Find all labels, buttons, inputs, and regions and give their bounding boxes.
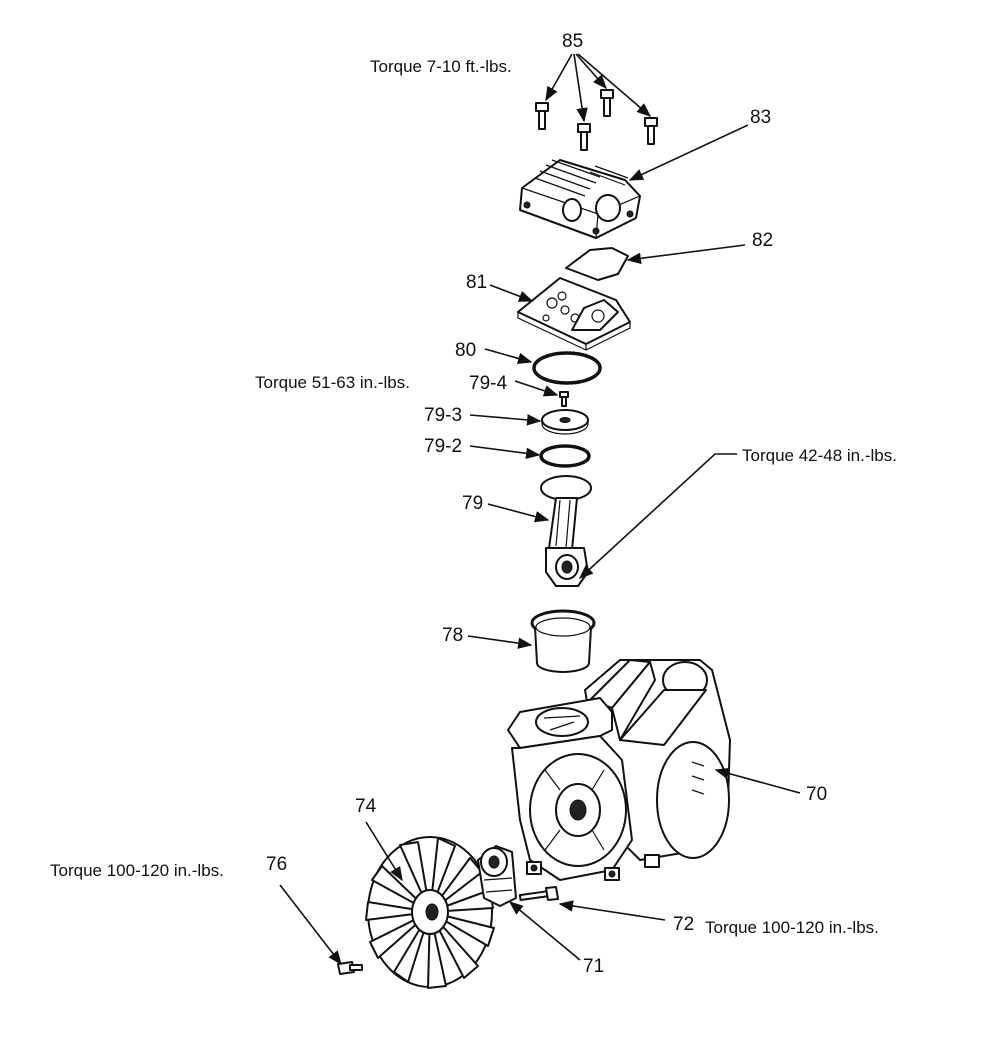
leader-78 bbox=[467, 635, 533, 649]
crankcase-motor-70 bbox=[507, 659, 731, 881]
connecting-rod-79 bbox=[540, 475, 592, 587]
torque-76: Torque 100-120 in.-lbs. bbox=[50, 861, 224, 880]
leader-74 bbox=[365, 821, 403, 882]
fan-74 bbox=[365, 836, 495, 989]
callout-71: 71 bbox=[583, 956, 604, 977]
torque-79: Torque 42-48 in.-lbs. bbox=[742, 446, 897, 465]
callout-81: 81 bbox=[466, 272, 487, 293]
leader-79-3 bbox=[469, 414, 542, 426]
torque-79-4: Torque 51-63 in.-lbs. bbox=[255, 373, 410, 392]
cylinder-head-83 bbox=[519, 159, 641, 239]
callout-85: 85 bbox=[562, 31, 583, 52]
leader-79-4 bbox=[514, 380, 559, 397]
callout-70: 70 bbox=[806, 784, 827, 805]
leader-70 bbox=[714, 767, 801, 794]
callout-79-2: 79-2 bbox=[424, 436, 462, 457]
leader-79-2 bbox=[469, 445, 541, 460]
callout-79-4: 79-4 bbox=[469, 373, 507, 394]
callout-76: 76 bbox=[266, 854, 287, 875]
leader-82 bbox=[626, 244, 746, 265]
o-ring-80 bbox=[532, 351, 602, 385]
torque-85: Torque 7-10 ft.-lbs. bbox=[370, 57, 512, 76]
bolt-85-b bbox=[577, 123, 591, 151]
screw-79-4 bbox=[559, 391, 569, 407]
eccentric-71 bbox=[477, 845, 517, 907]
callout-80: 80 bbox=[455, 340, 476, 361]
leader-79-torque bbox=[578, 453, 737, 579]
torque-72: Torque 100-120 in.-lbs. bbox=[705, 918, 879, 937]
retainer-79-3 bbox=[541, 409, 589, 435]
callout-72: 72 bbox=[673, 914, 694, 935]
callout-82: 82 bbox=[752, 230, 773, 251]
bolt-85-c bbox=[600, 89, 614, 117]
ring-79-2 bbox=[539, 444, 591, 468]
bolt-72 bbox=[518, 886, 559, 902]
bolt-76 bbox=[337, 961, 363, 975]
callout-79: 79 bbox=[462, 493, 483, 514]
leader-72 bbox=[558, 900, 666, 921]
leader-79 bbox=[487, 503, 550, 523]
leader-83 bbox=[628, 124, 749, 181]
callout-74: 74 bbox=[355, 796, 377, 817]
callout-78: 78 bbox=[442, 625, 463, 646]
callout-83: 83 bbox=[750, 107, 771, 128]
leader-85 bbox=[545, 53, 652, 123]
leader-81 bbox=[489, 284, 534, 302]
leader-76 bbox=[279, 884, 342, 966]
bolt-85-a bbox=[535, 102, 549, 130]
gasket-82 bbox=[565, 247, 629, 281]
leader-71 bbox=[508, 901, 581, 961]
leader-80 bbox=[484, 348, 533, 365]
valve-plate-81 bbox=[517, 277, 631, 351]
bolt-85-d bbox=[644, 117, 658, 145]
cylinder-sleeve-78 bbox=[530, 609, 596, 673]
bolt-85-group bbox=[535, 89, 658, 151]
callout-79-3: 79-3 bbox=[424, 405, 462, 426]
